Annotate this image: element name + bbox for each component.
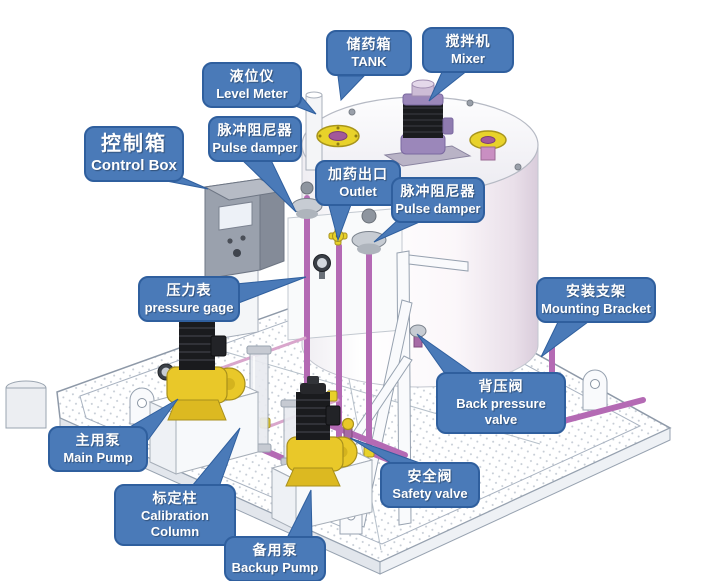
label-main-pump: 主用泵 Main Pump (48, 426, 148, 472)
label-outlet-zh: 加药出口 (328, 166, 388, 182)
label-pulse-damper-right-zh: 脉冲阻尼器 (400, 183, 476, 199)
label-calibration-column-zh: 标定柱 (152, 490, 198, 506)
label-pulse-damper-right: 脉冲阻尼器 Pulse damper (391, 177, 485, 223)
label-mounting-bracket-zh: 安装支架 (566, 283, 626, 299)
label-tank-zh: 储药箱 (346, 36, 392, 52)
label-mounting-bracket-en: Mounting Bracket (541, 300, 651, 316)
label-outlet-en: Outlet (339, 183, 377, 199)
pulse-damper-left-illustration (291, 181, 323, 219)
label-pulse-damper-right-en: Pulse damper (395, 200, 481, 216)
label-backup-pump-en: Backup Pump (231, 559, 319, 575)
control-box-screen (218, 201, 253, 231)
mixer-illustration (383, 79, 472, 167)
label-mixer-zh: 搅拌机 (445, 33, 491, 49)
label-control-box-zh: 控制箱 (101, 133, 167, 155)
label-calibration-column-en: Calibration Column (141, 507, 209, 539)
label-mixer-en: Mixer (451, 50, 485, 66)
label-calibration-column: 标定柱 Calibration Column (114, 484, 236, 546)
label-safety-valve-en: Safety valve (392, 485, 468, 501)
label-pulse-damper-left: 脉冲阻尼器 Pulse damper (208, 116, 302, 162)
label-mounting-bracket: 安装支架 Mounting Bracket (536, 277, 656, 323)
tank-flange-left (316, 124, 360, 148)
label-main-pump-zh: 主用泵 (75, 432, 121, 448)
label-tank: 储药箱 TANK (326, 30, 412, 76)
label-safety-valve: 安全阀 Safety valve (380, 462, 480, 508)
label-back-pressure-valve: 背压阀 Back pressure valve (436, 372, 566, 434)
label-back-pressure-valve-en: Back pressure valve (456, 395, 546, 427)
label-back-pressure-valve-zh: 背压阀 (478, 378, 524, 394)
label-pressure-gage: 压力表 pressure gage (138, 276, 240, 322)
label-pressure-gage-en: pressure gage (144, 299, 234, 315)
pressure-gauge-illustration (157, 254, 331, 381)
label-mixer: 搅拌机 Mixer (422, 27, 514, 73)
label-pulse-damper-left-en: Pulse damper (212, 139, 298, 155)
bracket-lug-right (582, 369, 608, 411)
label-level-meter: 液位仪 Level Meter (202, 62, 302, 108)
label-control-box-en: Control Box (91, 157, 177, 174)
label-level-meter-zh: 液位仪 (229, 68, 275, 84)
label-backup-pump: 备用泵 Backup Pump (224, 536, 326, 581)
label-pressure-gage-zh: 压力表 (166, 282, 212, 298)
label-pulse-damper-left-zh: 脉冲阻尼器 (217, 122, 293, 138)
label-level-meter-en: Level Meter (216, 85, 288, 101)
label-outlet: 加药出口 Outlet (315, 160, 401, 206)
label-main-pump-en: Main Pump (63, 449, 133, 465)
tank-flange-right (469, 130, 507, 161)
label-control-box: 控制箱 Control Box (84, 126, 184, 182)
safety-valve-illustration (341, 417, 355, 443)
label-backup-pump-zh: 备用泵 (252, 542, 298, 558)
label-safety-valve-zh: 安全阀 (407, 468, 453, 484)
label-tank-en: TANK (351, 53, 387, 69)
